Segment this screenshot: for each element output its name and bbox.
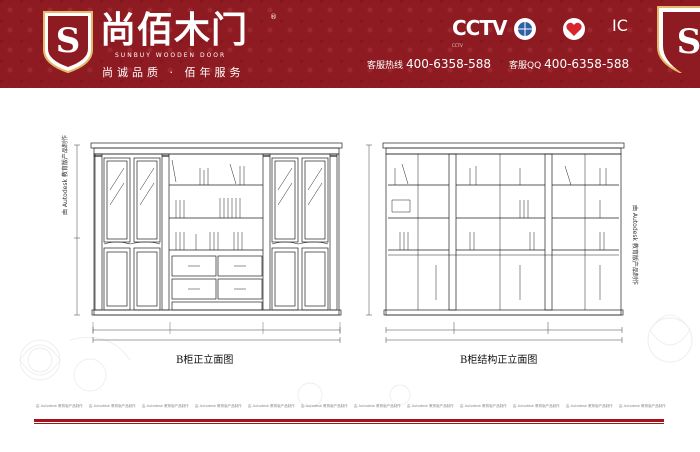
footer-watermark-item: 由 Autodesk 教育版产品制作 [36, 404, 83, 408]
qq-label: 客服QQ [509, 61, 542, 71]
footer-watermark-item: 由 Autodesk 教育版产品制作 [566, 404, 613, 408]
footer-red-rule-thin [34, 423, 664, 424]
svg-text:S: S [677, 22, 700, 62]
corner-logo-icon: S [657, 6, 700, 73]
brand-name: 尚佰木门 [100, 9, 249, 51]
right-cabinet-structure [366, 142, 625, 343]
footer-red-rule [34, 419, 664, 422]
logo-letter: S [56, 21, 81, 61]
brand-header: S 尚佰木门 ® SUNBUY WOODEN DOOR 尚诚品质 · 佰年服务 … [0, 0, 700, 88]
cert-badge-2 [512, 16, 554, 46]
footer-watermark-item: 由 Autodesk 教育版产品制作 [460, 404, 507, 408]
footer-watermark-item: 由 Autodesk 教育版产品制作 [195, 404, 242, 408]
cert-caption: CCTV [452, 43, 463, 48]
globe-seal-icon [514, 18, 536, 40]
left-cabinet-elevation [74, 142, 343, 343]
left-drawing-caption: B柜正立面图 [176, 355, 234, 366]
footer-watermark-item: 由 Autodesk 教育版产品制作 [619, 404, 666, 408]
hotline-number: 400-6358-588 [406, 57, 492, 71]
drawing-canvas [19, 142, 693, 408]
cert-badge-3 [561, 16, 606, 46]
footer-watermark-item: 由 Autodesk 教育版产品制作 [89, 404, 136, 408]
cert-badge-cctv: CCTV CCTV [452, 16, 510, 48]
footer-watermark-item: 由 Autodesk 教育版产品制作 [407, 404, 454, 408]
footer-watermark-item: 由 Autodesk 教育版产品制作 [513, 404, 560, 408]
right-vertical-watermark: 由 Autodesk 教育版产品制作 [631, 205, 638, 285]
brand-logo-icon: S [43, 11, 93, 74]
registered-mark: ® [270, 13, 277, 21]
qq-number: 400-6358-588 [544, 57, 630, 71]
brand-slogan: 尚诚品质 · 佰年服务 [102, 66, 245, 79]
hotline-label: 客服热线 [367, 61, 404, 71]
footer-watermark-item: 由 Autodesk 教育版产品制作 [354, 404, 401, 408]
ic-logo-icon: IC [612, 16, 628, 35]
footer-watermark-item: 由 Autodesk 教育版产品制作 [248, 404, 295, 408]
cert-badge-4: IC [612, 16, 642, 46]
damask-pattern [0, 0, 700, 88]
right-drawing-caption: B柜结构正立面图 [460, 355, 538, 366]
brand-english-name: SUNBUY WOODEN DOOR [115, 52, 227, 59]
footer-watermark-item: 由 Autodesk 教育版产品制作 [301, 404, 348, 408]
footer-watermark-item: 由 Autodesk 教育版产品制作 [142, 404, 189, 408]
left-vertical-watermark: 由 Autodesk 教育版产品制作 [62, 135, 69, 215]
heart-seal-icon [563, 18, 585, 40]
floral-watermark [19, 314, 693, 408]
cctv-logo-icon: CCTV [452, 16, 507, 40]
